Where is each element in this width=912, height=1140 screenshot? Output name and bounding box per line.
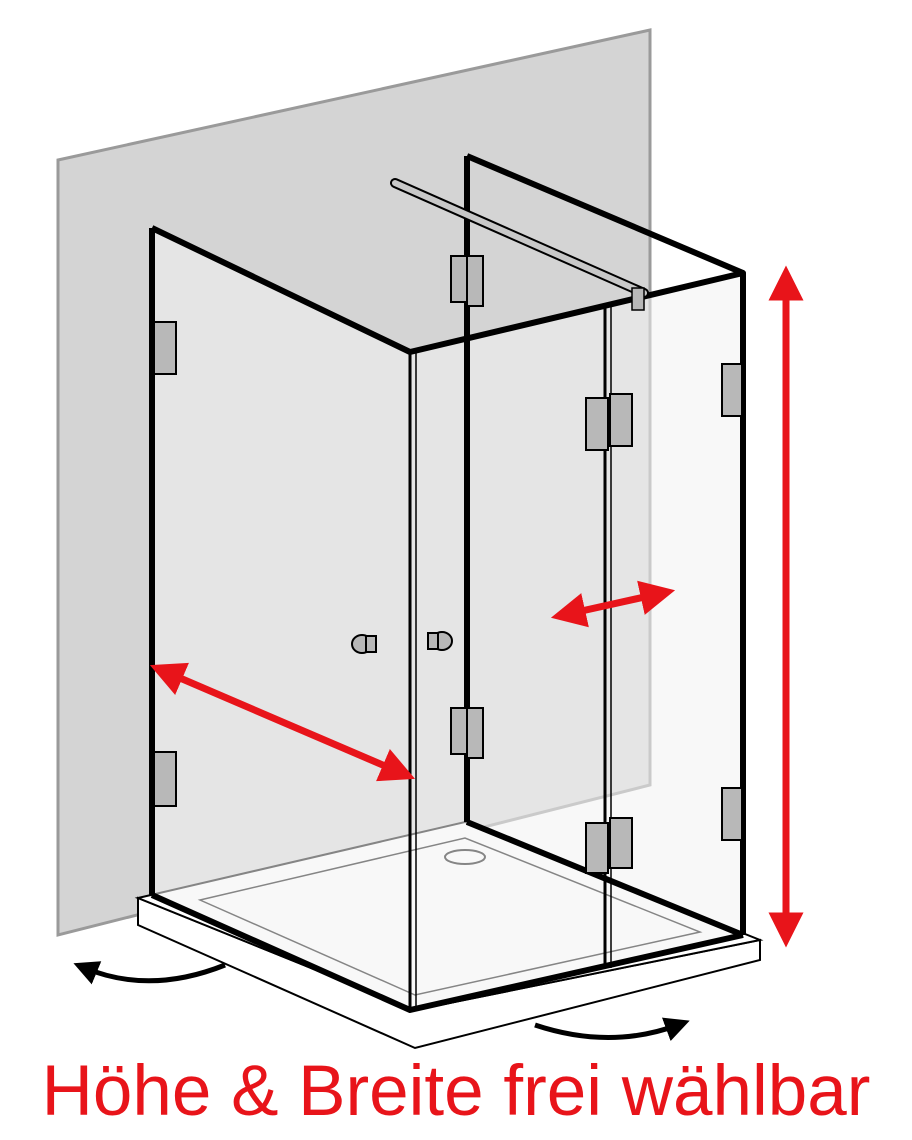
clamp-icon [450,707,468,755]
dimension-arrows [149,265,804,948]
door-knobs [351,631,453,654]
hinge-icon [585,397,609,451]
stabilizer-bar [390,178,649,311]
hinge-icon [153,321,177,375]
caption-text: Höhe & Breite frei wählbar [41,1052,871,1131]
depth-arrow-icon [550,580,676,628]
rotation-arrows [73,961,690,1042]
clamp-icon [466,255,484,307]
hinge-icon [585,822,609,874]
glass-panels [152,228,743,1010]
curved-arrow-right-icon [534,1017,690,1042]
hinge-icon [609,393,633,447]
clamp-icon [450,255,468,303]
hinge-icon [609,817,633,869]
clamp-icon [721,363,743,417]
hinge-icon [153,751,177,807]
clamp-icon [466,707,484,759]
curved-arrow-left-icon [73,961,226,985]
clamp-icon [721,787,743,841]
width-arrow-icon [149,662,416,782]
